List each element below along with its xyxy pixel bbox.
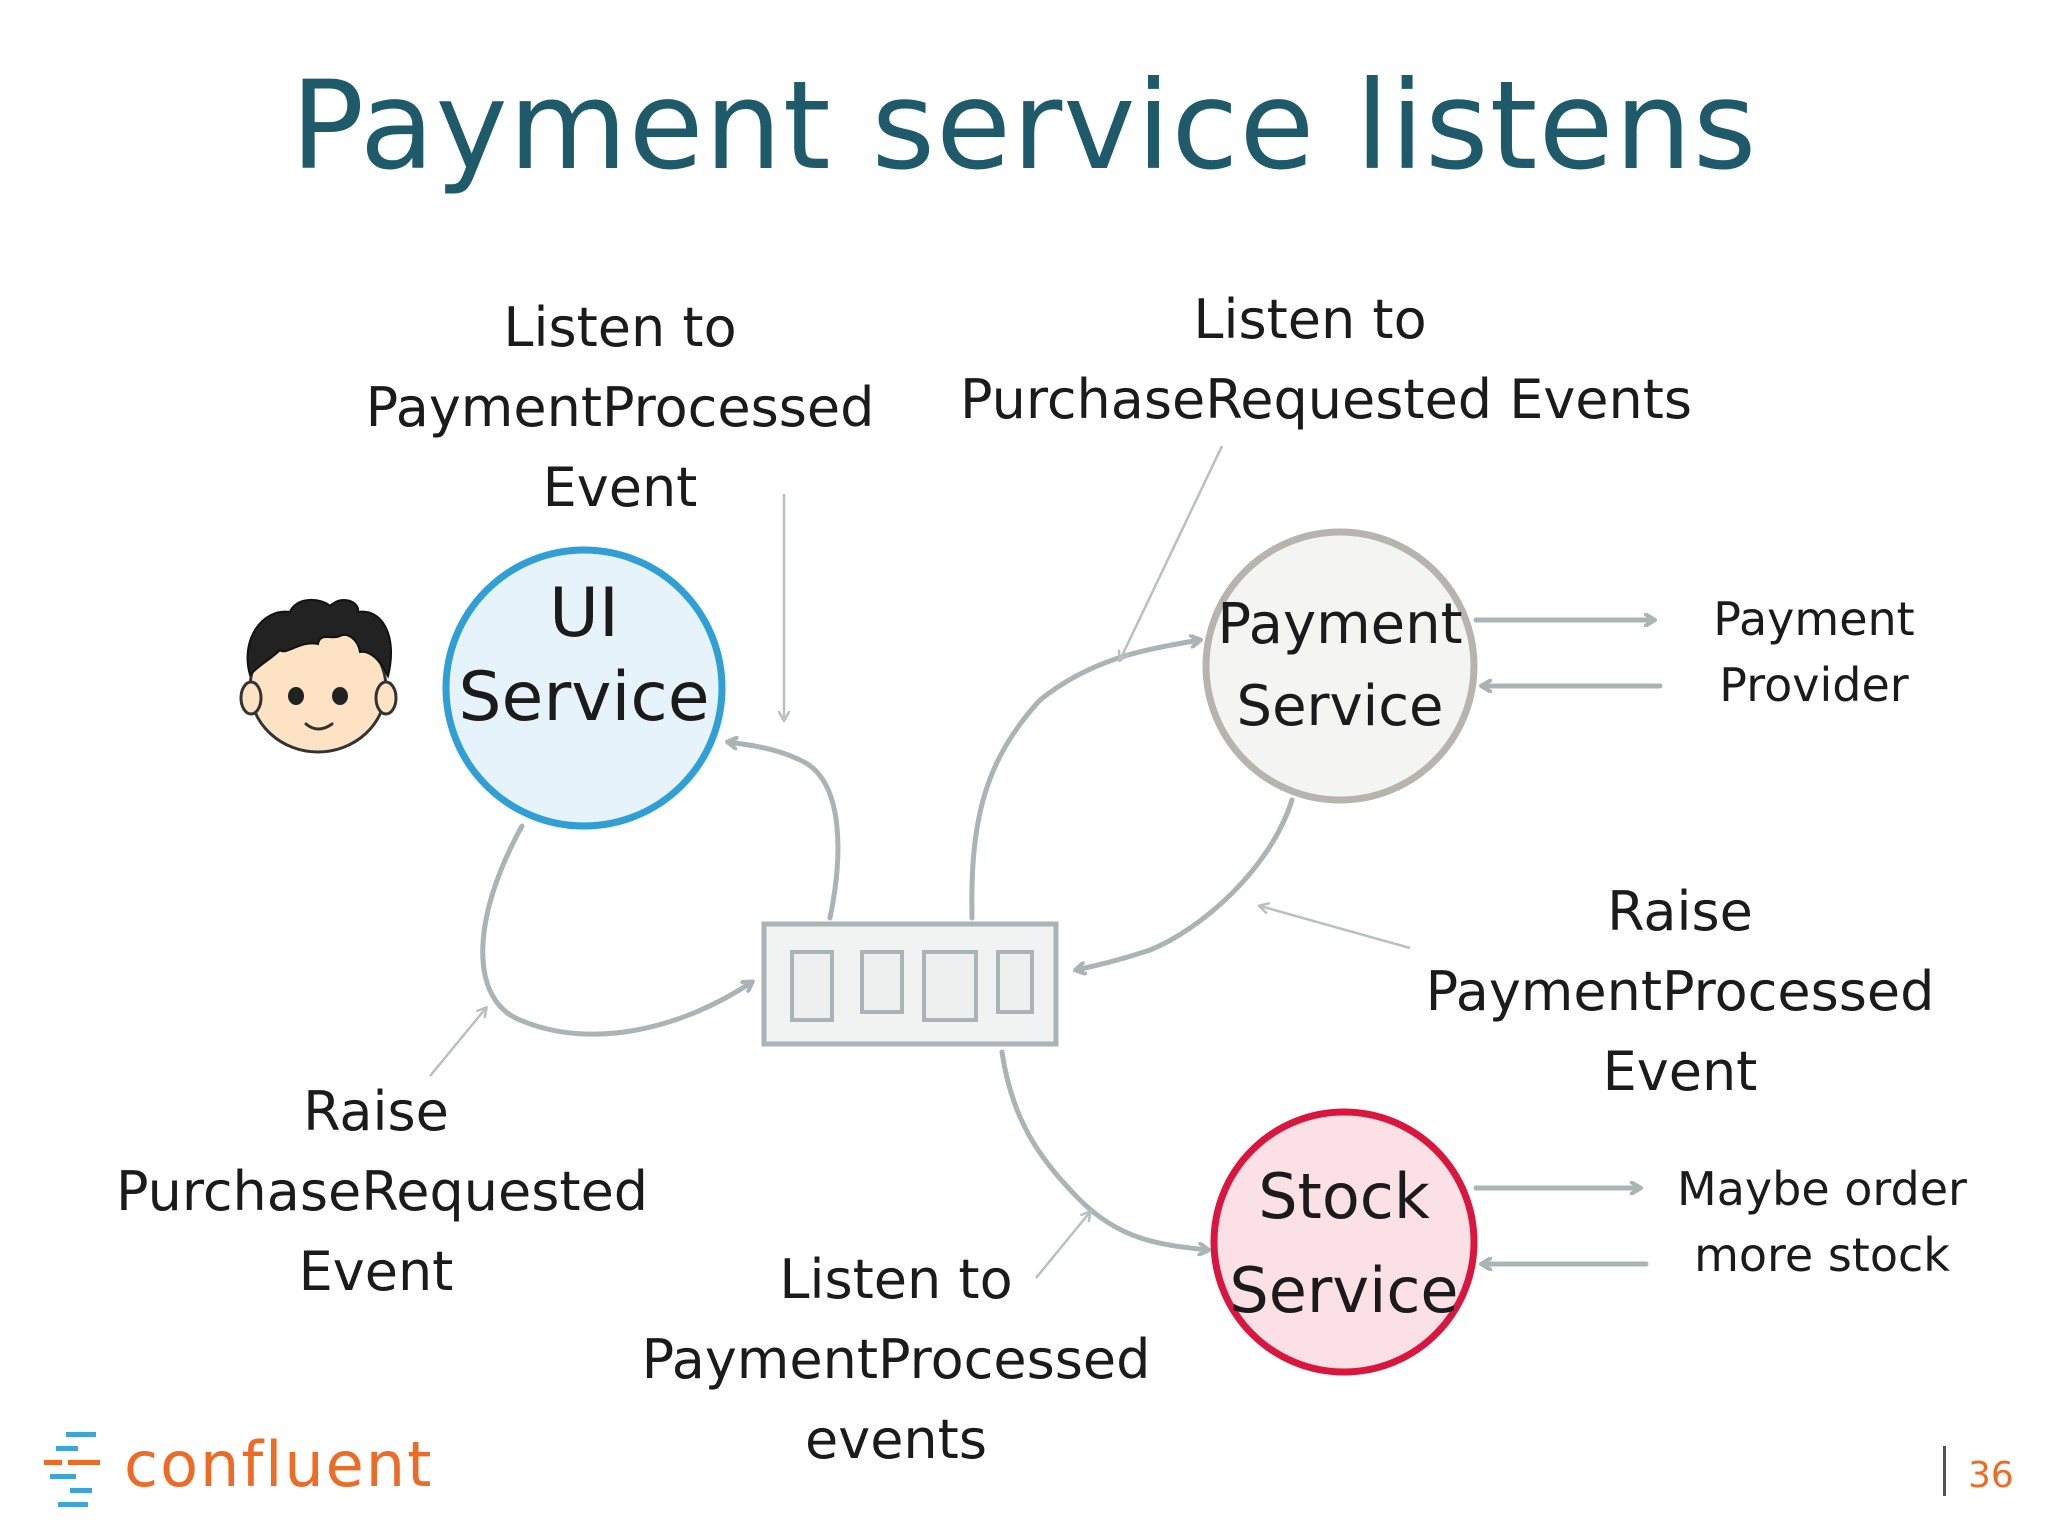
annotation-listen-payment-processed-ui: Listen to PaymentProcessed Event: [360, 288, 880, 528]
annotation-line: Event: [542, 456, 698, 519]
annotation-raise-payment-processed: Raise PaymentProcessed Event: [1420, 872, 1940, 1112]
payment-service-label-line1: Payment: [1217, 592, 1463, 657]
annotation-listen-purchase-requested: Listen to PurchaseRequested Events: [960, 280, 1693, 440]
annotation-line: PaymentProcessed: [1425, 960, 1935, 1023]
annotation-line: Event: [1602, 1040, 1758, 1103]
annotation-maybe-order-stock: Maybe order more stock: [1652, 1156, 1992, 1288]
pointer-raise-payment-processed: [1260, 906, 1411, 950]
confluent-logo: confluent: [40, 1422, 431, 1512]
stock-service-label-line1: Stock: [1258, 1160, 1430, 1233]
annotation-line: PurchaseRequested: [116, 1160, 649, 1223]
annotation-payment-provider: Payment Provider: [1664, 586, 1964, 718]
arrow-log-to-ui: [728, 742, 841, 921]
payment-service-label: Payment Service: [1206, 584, 1474, 748]
arrow-log-to-payment: [969, 640, 1200, 921]
pointer-raise-purchase-requested: [429, 1008, 486, 1077]
annotation-raise-purchase-requested: Raise PurchaseRequested Event: [116, 1072, 649, 1312]
annotation-line: Listen to: [779, 1248, 1013, 1311]
annotation-line: Raise: [303, 1080, 449, 1143]
pointer-listen-purchase-requested: [1120, 445, 1224, 660]
annotation-line: Raise: [1607, 880, 1753, 943]
user-face-icon: [239, 598, 398, 754]
annotation-line: Event: [298, 1240, 454, 1303]
payment-service-node: [1202, 528, 1478, 804]
annotation-line: Provider: [1719, 658, 1909, 712]
annotation-line: PurchaseRequested Events: [960, 368, 1693, 431]
annotation-line: more stock: [1694, 1228, 1950, 1282]
slide-title: Payment service listens: [290, 55, 1758, 197]
annotation-listen-payment-processed-stock: Listen to PaymentProcessed events: [636, 1240, 1156, 1480]
annotation-line: PaymentProcessed: [641, 1328, 1151, 1391]
annotation-line: Listen to: [1193, 288, 1427, 351]
page-number: 36: [1968, 1455, 2014, 1496]
ui-service-label-line1: UI: [549, 574, 619, 653]
ui-service-label: UI Service: [446, 572, 722, 740]
arrow-ui-to-log: [480, 823, 752, 1037]
annotation-line: events: [805, 1408, 987, 1471]
ui-service-node: [442, 546, 726, 830]
stock-service-label-line2: Service: [1229, 1254, 1459, 1327]
annotation-line: PaymentProcessed: [365, 376, 875, 439]
annotation-line: Listen to: [503, 296, 737, 359]
event-log-icon: [761, 921, 1059, 1047]
payment-service-label-line2: Service: [1236, 674, 1444, 739]
stock-service-label: Stock Service: [1214, 1150, 1474, 1338]
brand-name: confluent: [124, 1428, 434, 1501]
pointer-listen-payment-processed-stock: [1035, 1212, 1090, 1279]
annotation-line: Maybe order: [1677, 1162, 1967, 1216]
stock-service-node: [1210, 1108, 1478, 1376]
page-number-divider: [1943, 1446, 1946, 1496]
arrow-payment-to-log: [1076, 797, 1295, 970]
arrow-log-to-stock: [999, 1049, 1208, 1250]
confluent-logo-mark-icon: [44, 1432, 100, 1507]
ui-service-label-line2: Service: [458, 658, 710, 737]
annotation-line: Payment: [1713, 592, 1915, 646]
